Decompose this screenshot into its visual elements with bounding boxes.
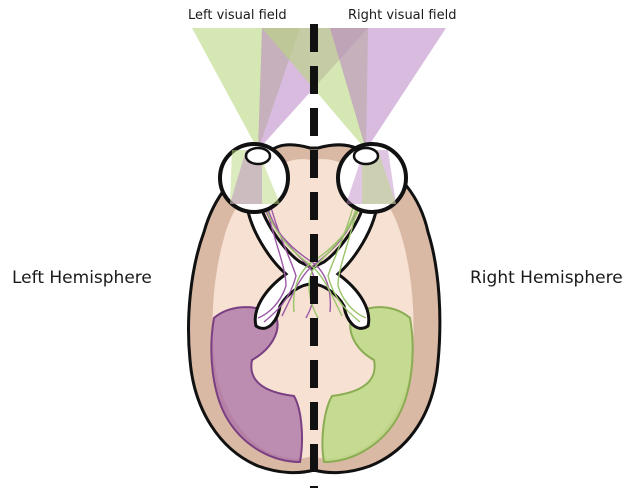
right-hemisphere-label: Right Hemisphere bbox=[470, 268, 623, 288]
left-eye bbox=[220, 144, 288, 212]
right-visual-field-label: Right visual field bbox=[348, 8, 456, 23]
left-hemisphere-label: Left Hemisphere bbox=[12, 268, 152, 288]
visual-field-cones bbox=[192, 28, 446, 150]
right-eye bbox=[338, 144, 406, 212]
left-visual-field-label: Left visual field bbox=[188, 8, 287, 23]
